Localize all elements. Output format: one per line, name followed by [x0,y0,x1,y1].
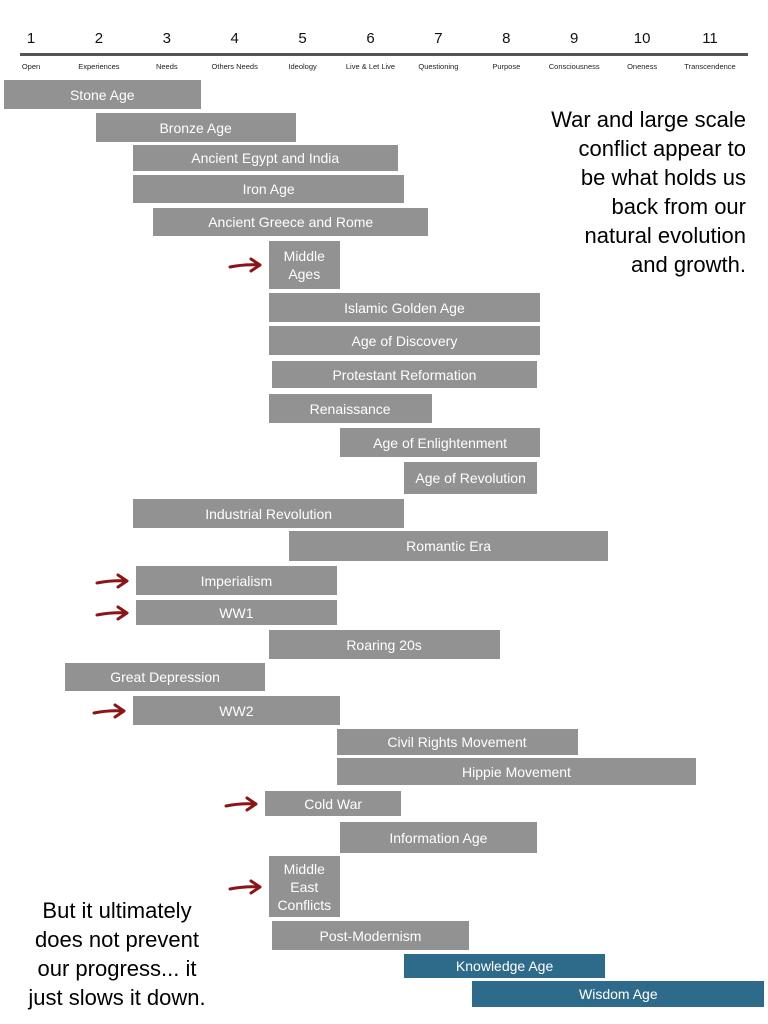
red-arrow-icon [224,796,258,811]
era-bar: Age of Revolution [404,462,537,494]
era-bar: Wisdom Age [472,981,765,1007]
stage-label: Oneness [627,62,658,71]
scale-axis-line [20,53,748,56]
stage-label: Open [21,62,41,71]
era-bar: Imperialism [136,566,337,595]
stage-label: Transcendence [684,62,736,71]
era-bar: Renaissance [268,394,432,423]
stage-number: 5 [298,30,307,47]
era-bar: Age of Enlightenment [339,428,541,457]
era-bar: WW1 [136,600,337,625]
stage-number: 11 [702,30,718,47]
stage-label: Consciousness [548,62,600,71]
era-bar: Romantic Era [289,531,609,561]
era-bar: Islamic Golden Age [268,293,541,322]
stage-number: 6 [366,30,375,47]
era-bar: Iron Age [132,175,405,203]
red-arrow-icon [95,605,129,620]
red-arrow-icon [228,257,262,273]
stage-label: Ideology [288,62,317,71]
era-bar: Roaring 20s [268,630,500,659]
red-arrow-icon [228,879,262,894]
stage-label: Experiences [78,62,120,71]
era-bar: Knowledge Age [404,954,605,978]
stage-label: Needs [155,62,178,71]
stage-number: 10 [633,30,651,47]
stage-number: 2 [94,30,104,47]
stage-number: 8 [502,30,511,47]
note-progress: But it ultimately does not prevent our p… [28,898,206,1010]
stage-label: Purpose [492,62,521,71]
era-bar: Hippie Movement [336,758,697,785]
era-bar: Industrial Revolution [132,499,405,528]
stage-number: 1 [26,30,36,47]
era-bar: Stone Age [3,80,201,109]
era-bar: Middle Ages [268,241,340,289]
stage-label: Others Needs [211,62,258,71]
era-bar: Post-Modernism [272,921,469,950]
red-arrow-icon [95,573,129,588]
stage-label: Live & Let Live [345,62,396,71]
era-bar: Ancient Greece and Rome [153,208,429,236]
era-bar: Middle East Conflicts [268,856,340,917]
era-bar: Ancient Egypt and India [132,145,398,171]
era-bar: Information Age [339,822,537,853]
era-bar: Bronze Age [95,113,296,142]
era-bar: Civil Rights Movement [336,729,578,755]
era-bar: Great Depression [64,663,266,691]
stage-label: Questioning [418,62,459,71]
era-bar: Cold War [265,791,402,816]
note-war-conflict: War and large scale conflict appear to b… [551,107,746,277]
era-bar: WW2 [132,696,340,725]
stage-number: 9 [570,30,579,47]
era-bar: Age of Discovery [268,326,541,355]
era-bar: Protestant Reformation [272,361,537,388]
stage-number: 3 [162,30,171,47]
stage-number: 7 [434,30,443,47]
red-arrow-icon [92,703,126,718]
stage-number: 4 [230,30,239,47]
